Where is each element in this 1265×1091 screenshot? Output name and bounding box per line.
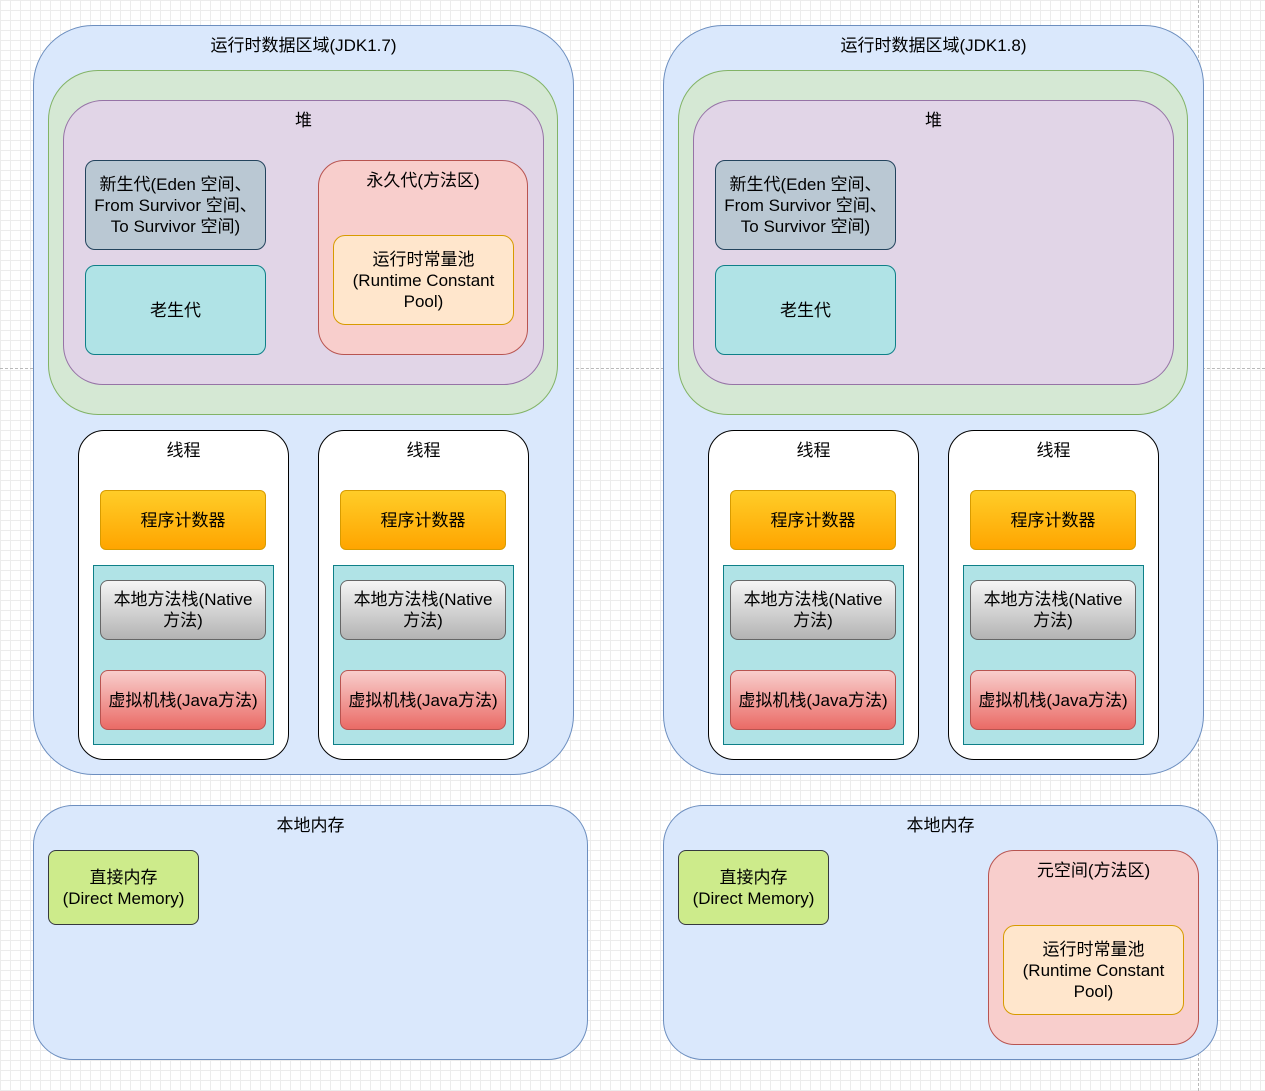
native-method-stack-jdk18-1-label: 本地方法栈(Native 方法) (743, 590, 883, 630)
program-counter-jdk18-2-label: 程序计数器 (1010, 510, 1096, 530)
old-gen-jdk18-label: 老生代 (780, 300, 831, 320)
program-counter-jdk18-2[interactable]: 程序计数器 (970, 490, 1136, 550)
metaspace-jdk18-title: 元空间(方法区) (1036, 861, 1151, 880)
thread-jdk17-2-title: 线程 (406, 441, 441, 460)
program-counter-jdk17-1-label: 程序计数器 (140, 510, 226, 530)
runtime-area-jdk18-title: 运行时数据区域(JDK1.8) (840, 36, 1027, 55)
vm-stack-jdk18-1[interactable]: 虚拟机栈(Java方法) (730, 670, 896, 730)
vm-stack-jdk18-2-label: 虚拟机栈(Java方法) (978, 690, 1128, 710)
runtime-area-jdk17-title: 运行时数据区域(JDK1.7) (210, 36, 397, 55)
direct-memory-jdk18[interactable]: 直接内存 (Direct Memory) (678, 850, 829, 925)
native-memory-jdk17[interactable]: 本地内存 (33, 805, 588, 1060)
native-method-stack-jdk18-2-label: 本地方法栈(Native 方法) (983, 590, 1123, 630)
young-gen-jdk18[interactable]: 新生代(Eden 空间、 From Survivor 空间、 To Surviv… (715, 160, 896, 250)
vm-stack-jdk17-1[interactable]: 虚拟机栈(Java方法) (100, 670, 266, 730)
direct-memory-jdk17[interactable]: 直接内存 (Direct Memory) (48, 850, 199, 925)
native-memory-jdk18-title: 本地内存 (906, 816, 975, 835)
thread-jdk18-1-title: 线程 (796, 441, 831, 460)
young-gen-jdk18-label: 新生代(Eden 空间、 From Survivor 空间、 To Surviv… (724, 174, 887, 236)
vm-stack-jdk18-2[interactable]: 虚拟机栈(Java方法) (970, 670, 1136, 730)
program-counter-jdk17-2-label: 程序计数器 (380, 510, 466, 530)
native-method-stack-jdk17-2-label: 本地方法栈(Native 方法) (353, 590, 493, 630)
runtime-constant-pool-jdk17[interactable]: 运行时常量池 (Runtime Constant Pool) (333, 235, 514, 325)
young-gen-jdk17[interactable]: 新生代(Eden 空间、 From Survivor 空间、 To Surviv… (85, 160, 266, 250)
program-counter-jdk17-1[interactable]: 程序计数器 (100, 490, 266, 550)
direct-memory-jdk18-label: 直接内存 (Direct Memory) (692, 867, 815, 908)
guide-line-horizontal (0, 368, 1265, 369)
permgen-jdk17-title: 永久代(方法区) (366, 171, 480, 190)
runtime-constant-pool-jdk17-label: 运行时常量池 (Runtime Constant Pool) (352, 249, 495, 311)
native-method-stack-jdk18-2[interactable]: 本地方法栈(Native 方法) (970, 580, 1136, 640)
old-gen-jdk18[interactable]: 老生代 (715, 265, 896, 355)
runtime-constant-pool-jdk18[interactable]: 运行时常量池 (Runtime Constant Pool) (1003, 925, 1184, 1015)
program-counter-jdk18-1-label: 程序计数器 (770, 510, 856, 530)
young-gen-jdk17-label: 新生代(Eden 空间、 From Survivor 空间、 To Surviv… (94, 174, 257, 236)
vm-stack-jdk17-2[interactable]: 虚拟机栈(Java方法) (340, 670, 506, 730)
native-method-stack-jdk17-1-label: 本地方法栈(Native 方法) (113, 590, 253, 630)
thread-jdk18-2-title: 线程 (1036, 441, 1071, 460)
thread-jdk17-1-title: 线程 (166, 441, 201, 460)
native-method-stack-jdk17-2[interactable]: 本地方法栈(Native 方法) (340, 580, 506, 640)
vm-stack-jdk18-1-label: 虚拟机栈(Java方法) (738, 690, 888, 710)
heap-jdk18-title: 堆 (925, 111, 942, 130)
runtime-constant-pool-jdk18-label: 运行时常量池 (Runtime Constant Pool) (1022, 939, 1165, 1001)
program-counter-jdk17-2[interactable]: 程序计数器 (340, 490, 506, 550)
direct-memory-jdk17-label: 直接内存 (Direct Memory) (62, 867, 185, 908)
native-method-stack-jdk18-1[interactable]: 本地方法栈(Native 方法) (730, 580, 896, 640)
program-counter-jdk18-1[interactable]: 程序计数器 (730, 490, 896, 550)
heap-jdk17-title: 堆 (295, 111, 312, 130)
native-memory-jdk17-title: 本地内存 (276, 816, 345, 835)
old-gen-jdk17-label: 老生代 (150, 300, 201, 320)
vm-stack-jdk17-1-label: 虚拟机栈(Java方法) (108, 690, 258, 710)
native-method-stack-jdk17-1[interactable]: 本地方法栈(Native 方法) (100, 580, 266, 640)
vm-stack-jdk17-2-label: 虚拟机栈(Java方法) (348, 690, 498, 710)
old-gen-jdk17[interactable]: 老生代 (85, 265, 266, 355)
